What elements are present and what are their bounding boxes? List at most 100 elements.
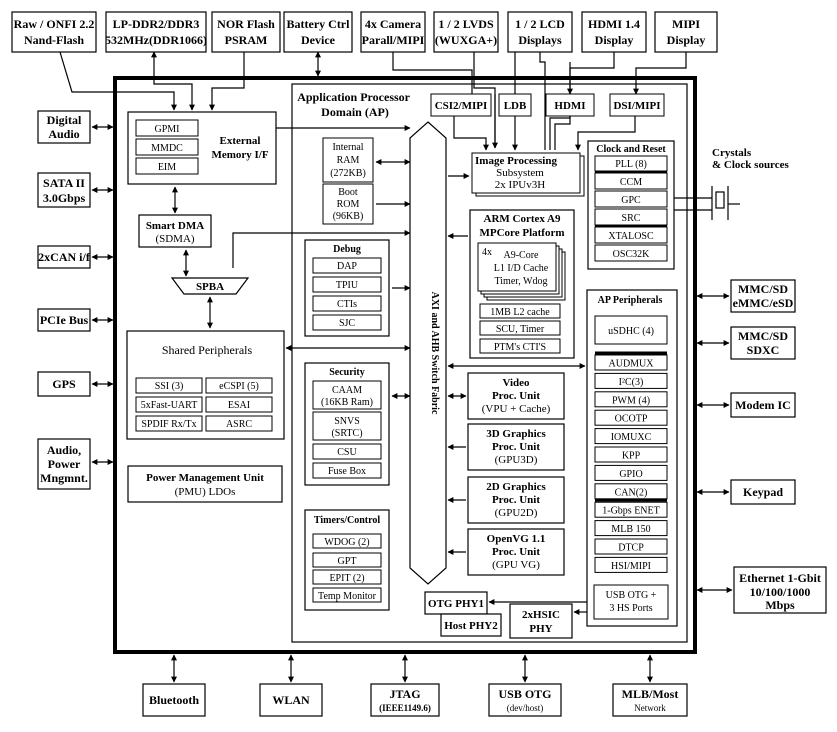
svg-text:PCIe Bus: PCIe Bus (40, 313, 89, 327)
ap-periph-item-label: AUDMUX (609, 359, 655, 370)
security-block: Security CAAM(16KB Ram) SNVS(SRTC) CSU F… (304, 362, 390, 486)
lvds-box: 1 / 2 LVDS(WUXGA+) (433, 11, 499, 53)
svg-text:1 / 2 LVDS(WUXGA+): 1 / 2 LVDS(WUXGA+) (435, 17, 497, 47)
switch-fabric: AXI and AHB Switch Fabric (409, 121, 447, 585)
svg-text:CAAM(16KB Ram): CAAM(16KB Ram) (321, 385, 373, 408)
svg-text:5xFast-UART: 5xFast-UART (141, 400, 198, 411)
ap-periph-item-label: I²C(3) (619, 377, 644, 388)
ap-periph-item (594, 428, 668, 445)
top-connectors (59, 51, 687, 151)
sdma-to-fabric (232, 230, 411, 268)
svg-text:SSI (3): SSI (3) (155, 381, 184, 392)
svg-text:USB OTG(dev/host): USB OTG(dev/host) (498, 687, 551, 713)
svg-text:Timers/Control: Timers/Control (314, 515, 381, 526)
gps-box: GPS (37, 371, 91, 397)
svg-text:Power Management Unit(PMU) LDO: Power Management Unit(PMU) LDOs (146, 472, 264, 498)
host-phy2: Host PHY2 (440, 613, 502, 637)
svg-text:uSDHC (4): uSDHC (4) (608, 326, 654, 337)
ap-periph-item (594, 391, 668, 408)
bluetooth-box: Bluetooth (142, 683, 206, 717)
keypad-box: Keypad (730, 479, 796, 505)
ap-periph-item-label: GPIO (619, 469, 642, 480)
ap-domain-outline (291, 83, 688, 643)
ap-periph-item (594, 446, 668, 463)
svg-text:USB OTG +3 HS Ports: USB OTG +3 HS Ports (606, 590, 657, 614)
svg-text:SCU, Timer: SCU, Timer (496, 324, 545, 335)
svg-text:TPIU: TPIU (336, 280, 359, 291)
svg-text:HDMI: HDMI (554, 100, 585, 112)
ap-periph-item-label: KPP (622, 451, 641, 462)
svg-text:AP Peripherals: AP Peripherals (598, 295, 663, 306)
gpu-connectors (447, 393, 467, 555)
svg-text:Modem IC: Modem IC (735, 398, 791, 412)
svg-text:OSC32K: OSC32K (613, 249, 650, 260)
svg-text:Bluetooth: Bluetooth (149, 693, 199, 707)
csi2-mipi: CSI2/MIPI (430, 93, 492, 117)
ap-periph-item (594, 372, 668, 389)
svg-text:WDOG (2): WDOG (2) (324, 537, 369, 548)
ap-periph-item-label: 1-Gbps ENET (602, 506, 660, 517)
timers-block: Timers/Control WDOG (2) GPT EPIT (2) Tem… (304, 509, 390, 611)
svg-text:Fuse Box: Fuse Box (328, 466, 366, 477)
right-connectors (696, 293, 733, 593)
ap-periph-item (594, 501, 668, 518)
ap-periph-item-label: PWM (4) (612, 395, 650, 406)
svg-text:eCSPI (5): eCSPI (5) (219, 381, 259, 392)
svg-text:ESAI: ESAI (228, 400, 250, 411)
crystals-label: Crystals& Clock sources (712, 147, 790, 171)
svg-text:WLAN: WLAN (272, 693, 310, 707)
svg-text:GPS: GPS (52, 377, 76, 391)
svg-text:Host PHY2: Host PHY2 (444, 620, 498, 632)
svg-text:DAP: DAP (337, 261, 357, 272)
ldb: LDB (498, 93, 532, 117)
wlan-box: WLAN (259, 683, 323, 717)
ap-periph-item-label: OCOTP (615, 414, 648, 425)
clock-reset-block: Clock and Reset PLL (8) CCM GPC SRC XTAL… (587, 140, 675, 270)
ap-periph-item (594, 538, 668, 555)
spba: SPBA (170, 277, 250, 295)
dsi-mipi: DSI/MIPI (609, 93, 665, 117)
ap-periph-item (594, 354, 668, 371)
bottom-connectors (171, 654, 653, 683)
svg-text:SPBA: SPBA (196, 281, 224, 293)
svg-text:AXI and AHB Switch Fabric: AXI and AHB Switch Fabric (429, 292, 440, 415)
svg-text:Smart DMA(SDMA): Smart DMA(SDMA) (146, 220, 204, 245)
svg-text:1MB L2 cache: 1MB L2 cache (490, 307, 550, 318)
svg-text:XTALOSC: XTALOSC (608, 231, 654, 242)
hdmi-block: HDMI (545, 93, 595, 117)
svg-text:LDB: LDB (504, 100, 527, 112)
svg-text:MMDC: MMDC (151, 143, 183, 154)
